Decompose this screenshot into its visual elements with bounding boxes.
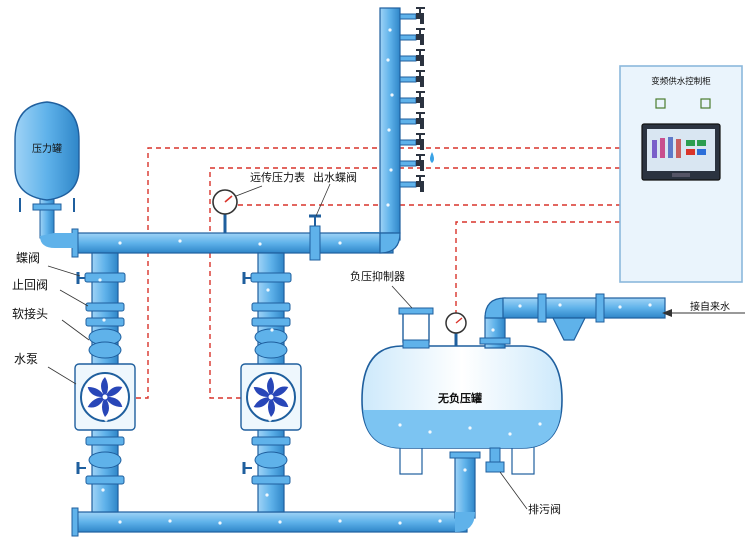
fan-blade xyxy=(87,396,105,408)
bubble xyxy=(178,239,182,243)
soft-joint-label: 软接头 xyxy=(12,306,48,321)
fan-blade xyxy=(253,386,271,398)
bubble xyxy=(388,28,392,32)
water-tap-icon xyxy=(399,112,425,129)
signal-line-suppressor xyxy=(455,221,620,315)
bubble xyxy=(389,168,393,172)
bubble xyxy=(270,328,274,332)
riser-pipe xyxy=(360,7,401,252)
butterfly-valve-label: 蝶阀 xyxy=(16,250,40,265)
bubble xyxy=(508,432,512,436)
fan-blade xyxy=(253,396,271,408)
y-strainer xyxy=(552,317,586,341)
city-water-label: 接自来水 xyxy=(690,300,730,313)
bubble xyxy=(101,488,105,492)
bubble xyxy=(618,305,622,309)
fan-blade xyxy=(271,396,289,408)
no-negative-pressure-tank: 无负压罐 xyxy=(361,345,563,475)
fan-blade xyxy=(105,386,123,398)
outlet-valve-label: 出水蝶阀 xyxy=(313,170,357,184)
bubble xyxy=(438,519,442,523)
bubble xyxy=(266,288,270,292)
bubble xyxy=(398,423,402,427)
pressure-tank-assembly: 压力罐 xyxy=(14,101,80,248)
bubble xyxy=(338,519,342,523)
bubble xyxy=(218,521,222,525)
suction-pipe xyxy=(71,451,481,537)
pump-column-2 xyxy=(240,252,302,513)
water-bubbles xyxy=(98,28,652,525)
water-drop-icon xyxy=(430,152,434,163)
fan-blade xyxy=(267,377,274,397)
bubble xyxy=(390,93,394,97)
water-tap-icon xyxy=(399,91,425,108)
tank-pressure-gauge xyxy=(445,312,467,346)
suppressor-label: 负压抑制器 xyxy=(350,269,405,283)
tank-water xyxy=(363,410,561,448)
fan-blade xyxy=(102,397,109,417)
remote-gauge-label: 远传压力表 xyxy=(250,170,305,184)
signal-line-pump2 xyxy=(209,167,620,399)
bubble xyxy=(168,519,172,523)
control-cabinet: 变频供水控制柜 xyxy=(619,65,743,283)
arrow-left-icon xyxy=(662,309,745,317)
negative-pressure-suppressor xyxy=(398,307,434,349)
bubble xyxy=(98,278,102,282)
fan-blade xyxy=(268,397,275,417)
fan-blade xyxy=(87,386,105,398)
outlet-butterfly-valve xyxy=(309,214,321,261)
bubble xyxy=(118,241,122,245)
bubble xyxy=(386,203,390,207)
labels: 远传压力表 出水蝶阀 蝶阀 止回阀 软接头 水泵 负压抑制器 排污阀 接自来水 xyxy=(12,170,730,516)
bubble xyxy=(278,520,282,524)
water-tap-icon xyxy=(399,133,425,150)
bubble xyxy=(463,468,467,472)
bubble xyxy=(118,520,122,524)
drain-valve-label: 排污阀 xyxy=(528,502,561,516)
bubble xyxy=(538,422,542,426)
tank-label: 无负压罐 xyxy=(437,391,482,405)
bubble xyxy=(398,521,402,525)
pump-column-1 xyxy=(74,252,136,513)
pressure-tank xyxy=(14,101,80,201)
bubble xyxy=(648,303,652,307)
water-tap-icon xyxy=(399,49,425,66)
remote-pressure-gauge xyxy=(212,189,238,233)
water-tap-icon xyxy=(399,70,425,87)
bubble xyxy=(265,493,269,497)
pressure-tank-label: 压力罐 xyxy=(32,142,62,155)
cabinet-indicator-right xyxy=(700,98,711,109)
bubble xyxy=(428,430,432,434)
bubble xyxy=(268,418,272,422)
water-tap-icon xyxy=(399,175,425,192)
fan-blade xyxy=(105,396,123,408)
bubble xyxy=(386,58,390,62)
water-tap-icon xyxy=(399,28,425,45)
bubble xyxy=(518,304,522,308)
check-valve-label: 止回阀 xyxy=(12,278,48,292)
inlet-pipe xyxy=(479,293,666,349)
water-tap-icon xyxy=(399,7,425,24)
bubble xyxy=(558,303,562,307)
bubble xyxy=(102,318,106,322)
bubble xyxy=(258,242,262,246)
fan-blade xyxy=(271,386,289,398)
bubble xyxy=(468,426,472,430)
water-tap-icon xyxy=(399,154,425,171)
bubble xyxy=(491,328,495,332)
bubble xyxy=(104,418,108,422)
cabinet-indicator-left xyxy=(655,98,666,109)
riser-taps xyxy=(399,7,434,192)
bubble xyxy=(387,128,391,132)
cabinet-title: 变频供水控制柜 xyxy=(651,76,711,87)
bubble xyxy=(338,241,342,245)
pump-label: 水泵 xyxy=(14,352,38,366)
fan-blade xyxy=(101,377,108,397)
